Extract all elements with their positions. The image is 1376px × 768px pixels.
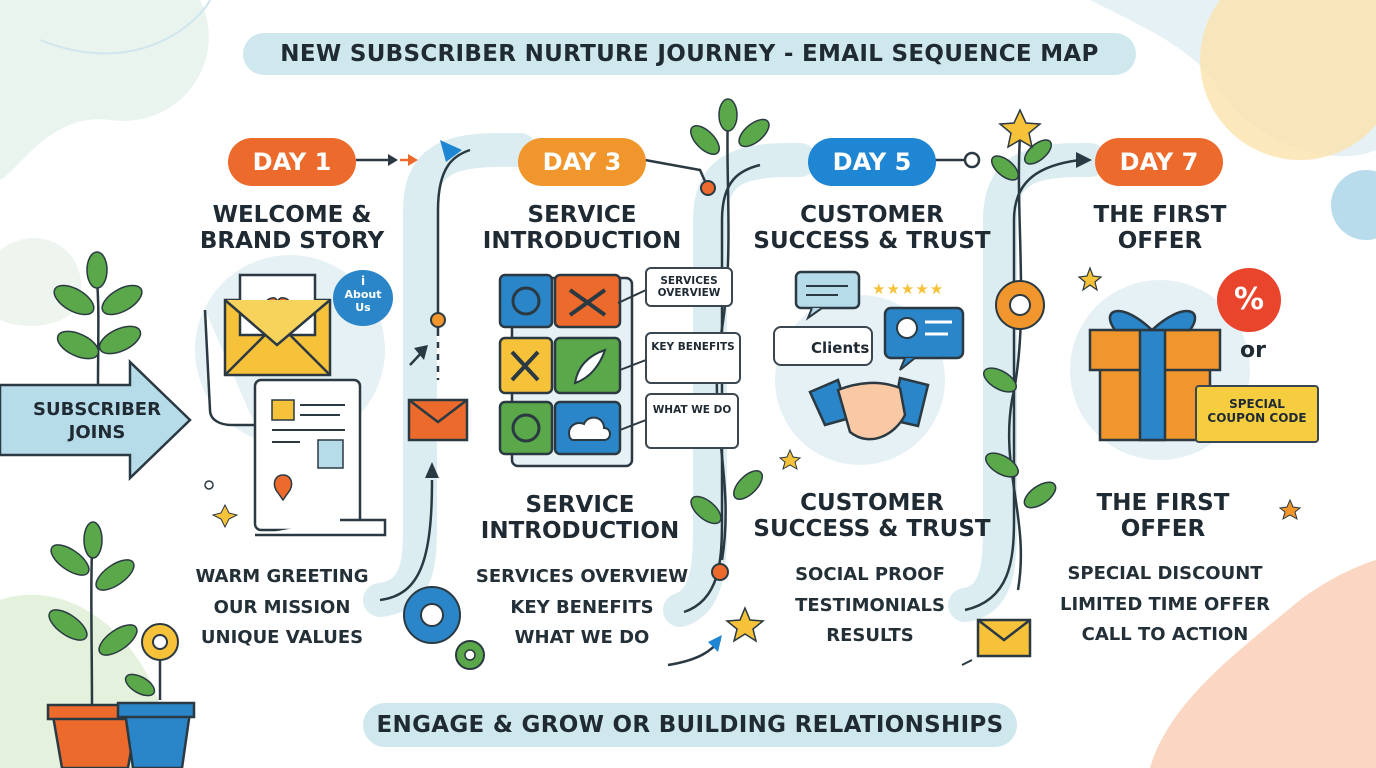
subheading-line: SERVICE (525, 492, 635, 518)
day-3-subheading: SERVICE INTRODUCTION (450, 492, 710, 544)
or-label: or (1240, 338, 1266, 363)
day-1-bullets: WARM GREETING OUR MISSION UNIQUE VALUES (162, 562, 402, 654)
about-us-line: Us (355, 301, 371, 314)
day-5-subheading: CUSTOMER SUCCESS & TRUST (742, 490, 1002, 542)
bullet-item: LIMITED TIME OFFER (1059, 593, 1271, 615)
day-1-heading: WELCOME & BRAND STORY (172, 202, 412, 254)
day-7-subheading: THE FIRST OFFER (1033, 490, 1293, 542)
subheading-line: OFFER (1120, 516, 1206, 542)
callout-line: KEY BENEFITS (651, 341, 735, 353)
info-icon: i (360, 274, 366, 288)
coupon-line: SPECIAL (1229, 397, 1285, 411)
day-5-pill: DAY 5 (808, 138, 936, 186)
subscriber-line-2: JOINS (68, 422, 126, 443)
callout-line: OVERVIEW (657, 287, 721, 299)
day-3-pill: DAY 3 (518, 138, 646, 186)
day-7-bullets: SPECIAL DISCOUNT LIMITED TIME OFFER CALL… (1045, 559, 1285, 651)
subheading-line: INTRODUCTION (480, 518, 680, 544)
bullet-item: CALL TO ACTION (1081, 624, 1249, 645)
day-5-bullets: SOCIAL PROOF TESTIMONIALS RESULTS (750, 560, 990, 652)
bullet-item: UNIQUE VALUES (200, 627, 364, 648)
coupon-line: COUPON CODE (1207, 411, 1307, 425)
callout-line: SERVICES (660, 275, 718, 287)
callout-services-overview: SERVICES OVERVIEW (645, 267, 733, 307)
percent-badge: % (1217, 268, 1281, 332)
day-3-heading: SERVICE INTRODUCTION (462, 202, 702, 254)
callout-line: WHAT WE DO (652, 404, 732, 416)
bullet-item: TESTIMONIALS (795, 594, 945, 616)
bullet-item: WHAT WE DO (514, 627, 650, 648)
bullet-item: OUR MISSION (213, 596, 351, 618)
heading-line: WELCOME & (212, 202, 372, 228)
subscriber-line-1: SUBSCRIBER (33, 399, 161, 420)
five-star-rating-icon: ★★★★★ (872, 280, 945, 298)
heading-line: SUCCESS & TRUST (753, 228, 991, 254)
heading-line: SERVICE (527, 202, 637, 228)
gear-icon (995, 280, 1045, 330)
clients-badge: Clients (773, 326, 873, 366)
bullet-item: WARM GREETING (195, 566, 369, 587)
day-3-bullets: SERVICES OVERVIEW KEY BENEFITS WHAT WE D… (462, 562, 702, 654)
heading-line: OFFER (1117, 228, 1203, 254)
subheading-line: SUCCESS & TRUST (753, 516, 991, 542)
about-us-line: About (344, 288, 382, 301)
day-7-heading: THE FIRST OFFER (1040, 202, 1280, 254)
footer-banner: ENGAGE & GROW OR BUILDING RELATIONSHIPS (363, 703, 1017, 747)
bullet-item: SPECIAL DISCOUNT (1067, 563, 1263, 584)
callout-key-benefits: KEY BENEFITS (645, 332, 741, 384)
day-1-pill: DAY 1 (228, 138, 356, 186)
heading-line: CUSTOMER (800, 202, 944, 228)
bullet-item: SOCIAL PROOF (795, 564, 945, 585)
heading-line: INTRODUCTION (482, 228, 682, 254)
subheading-line: CUSTOMER (800, 490, 944, 516)
subscriber-joins-label: SUBSCRIBER JOINS (22, 398, 172, 444)
about-us-badge: i About Us (333, 270, 393, 326)
page-title: NEW SUBSCRIBER NURTURE JOURNEY - EMAIL S… (243, 33, 1136, 75)
heading-line: BRAND STORY (199, 228, 385, 254)
subheading-line: THE FIRST (1096, 490, 1230, 516)
callout-what-we-do: WHAT WE DO (645, 393, 739, 449)
day-5-heading: CUSTOMER SUCCESS & TRUST (752, 202, 992, 254)
day-7-pill: DAY 7 (1095, 138, 1223, 186)
coupon-ticket: SPECIAL COUPON CODE (1195, 385, 1319, 443)
heading-line: THE FIRST (1093, 202, 1227, 228)
bullet-item: RESULTS (826, 625, 914, 646)
bullet-item: SERVICES OVERVIEW (475, 566, 689, 587)
bullet-item: KEY BENEFITS (510, 596, 654, 618)
